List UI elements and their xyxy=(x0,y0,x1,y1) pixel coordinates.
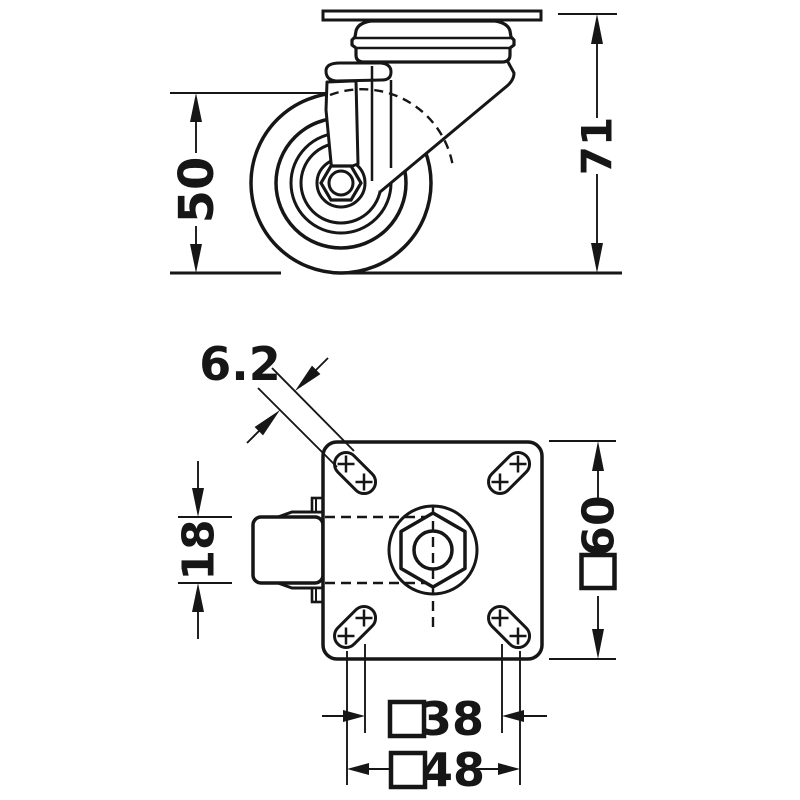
swivel-housing xyxy=(350,19,516,64)
fork-top-bracket xyxy=(324,61,393,83)
dim-hole-spacing-inner: 38 xyxy=(322,644,547,746)
dim-38-arrow-right xyxy=(343,710,365,722)
side-view xyxy=(170,9,622,275)
dim-48-arrow-left xyxy=(347,763,369,775)
dim-50-arrow-up xyxy=(190,93,202,122)
dim-50-label: 50 xyxy=(169,157,225,224)
slot-cross xyxy=(491,609,527,645)
dim-hole-spacing-outer: 48 xyxy=(346,651,521,797)
dim-slot-width: 6.2 xyxy=(199,337,355,468)
slot-hole-top-right xyxy=(487,450,532,495)
wheel-top xyxy=(251,496,326,604)
fork-rear-edge xyxy=(379,61,516,194)
square-symbol xyxy=(579,552,617,591)
slot-hole-top-left xyxy=(333,451,378,496)
dim-50-arrow-down xyxy=(190,244,202,273)
swivel-dashed-arc xyxy=(329,88,455,168)
dim-62-label: 6.2 xyxy=(199,337,281,391)
dim-48-label: 48 xyxy=(421,743,485,797)
slot-cross xyxy=(337,455,373,491)
dim-62-arrow-lower xyxy=(254,410,280,436)
center-boss xyxy=(387,504,479,596)
axle-bore-side xyxy=(327,169,355,197)
dim-18-arrow-down xyxy=(192,488,204,517)
dim-wheel-width: 18 xyxy=(173,461,232,639)
axle-nut-side xyxy=(319,164,363,202)
dim-60-label: 60 xyxy=(573,495,624,556)
slot-hole-bottom-right xyxy=(487,605,532,650)
dim-wheel-diameter: 50 xyxy=(169,92,327,273)
slot-holes xyxy=(333,450,532,650)
dim-overall-height: 71 xyxy=(558,13,622,273)
plan-view xyxy=(251,440,544,661)
dim-62-arrow-upper xyxy=(295,365,321,391)
dim-38-arrow-left xyxy=(502,710,524,722)
dim-plate-size: 60 xyxy=(549,440,624,660)
square-symbol xyxy=(387,699,427,739)
swivel-housing-body xyxy=(350,19,516,64)
dim-62-shaft-upper xyxy=(315,357,329,371)
dim-18-arrow-up xyxy=(192,583,204,612)
dim-60-arrow-up xyxy=(592,441,604,471)
slot-hole-bottom-left xyxy=(333,604,378,649)
dim-18-label: 18 xyxy=(173,519,224,580)
slot-cross xyxy=(337,609,373,645)
dim-71-arrow-down xyxy=(591,243,603,273)
dim-38-label: 38 xyxy=(420,692,484,746)
dim-71-arrow-up xyxy=(591,14,603,44)
dim-62-extension-upper xyxy=(271,367,355,452)
dim-62-extension-lower xyxy=(257,387,338,468)
dim-71-label: 71 xyxy=(573,117,622,175)
hidden-lines xyxy=(325,505,435,633)
slot-cross xyxy=(491,455,527,491)
dim-48-arrow-right xyxy=(498,763,520,775)
dim-62-shaft-lower xyxy=(246,430,260,444)
axle-bore-plan xyxy=(412,529,454,571)
wheel-tire-top xyxy=(251,515,325,585)
square-symbol xyxy=(388,750,428,790)
dim-60-arrow-down xyxy=(592,629,604,659)
mounting-plate-side xyxy=(321,9,543,22)
